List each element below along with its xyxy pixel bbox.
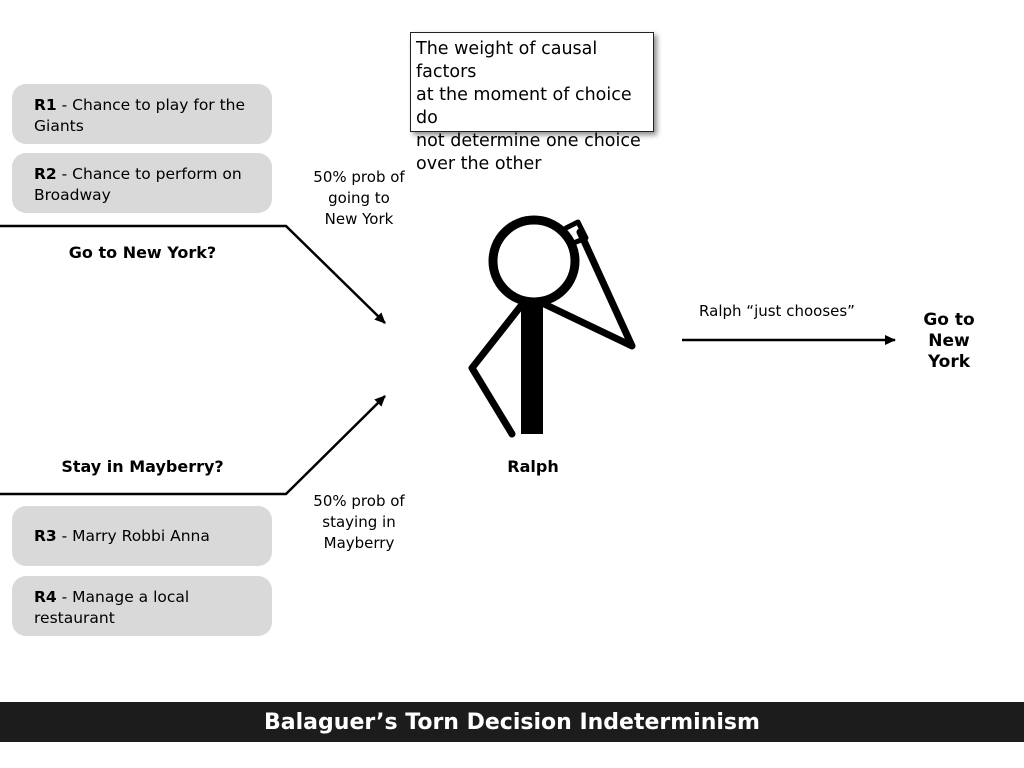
figure-left-arm [468, 298, 528, 438]
reason-box-r4: R4 - Manage a local restaurant [12, 576, 272, 636]
reason-text: Giants [34, 117, 84, 135]
prob-line: 50% prob of [313, 168, 405, 186]
footer-title: Balaguer’s Torn Decision Indeterminism [264, 709, 760, 735]
stay-branch-line [0, 395, 386, 496]
prob-line: New York [324, 210, 394, 228]
reason-code: R1 [34, 96, 57, 114]
prob-line: going to [328, 189, 390, 207]
result-line: New [928, 331, 970, 351]
reason-text: - Marry Robbi Anna [56, 527, 210, 545]
reason-text: - Chance to play for the [56, 96, 246, 114]
option-stay-label: Stay in Mayberry? [61, 457, 224, 476]
figure-head [488, 215, 580, 307]
callout-box: The weight of causal factors at the mome… [410, 32, 654, 174]
prob-line: staying in [322, 513, 396, 531]
reason-box-r1: R1 - Chance to play for the Giants [12, 84, 272, 144]
prob-line: 50% prob of [313, 492, 405, 510]
stay-probability: 50% prob of staying in Mayberry [304, 491, 414, 554]
reason-code: R2 [34, 165, 57, 183]
callout-line: The weight of causal factors [416, 39, 598, 82]
option-go-label: Go to New York? [68, 243, 217, 262]
reason-code: R3 [34, 527, 57, 545]
reason-text: - Manage a local [56, 588, 190, 606]
reason-text: Broadway [34, 186, 111, 204]
reason-text: - Chance to perform on [56, 165, 242, 183]
reason-text: restaurant [34, 609, 115, 627]
stick-figure-icon [468, 215, 636, 438]
reason-box-r2: R2 - Chance to perform on Broadway [12, 153, 272, 213]
footer-title-bar: Balaguer’s Torn Decision Indeterminism [0, 702, 1024, 742]
agent-name: Ralph [507, 457, 559, 476]
result-line: York [927, 352, 971, 372]
callout-line: over the other [416, 154, 542, 174]
result-line: Go to [923, 310, 975, 330]
result-label: Go to New York [904, 310, 994, 373]
callout-line: not determine one choice [416, 131, 641, 151]
go-probability: 50% prob of going to New York [304, 167, 414, 230]
reason-box-r3: R3 - Marry Robbi Anna [12, 506, 272, 566]
reason-code: R4 [34, 588, 57, 606]
figure-right-arm [536, 228, 636, 350]
go-branch-line [0, 224, 386, 324]
choice-label: Ralph “just chooses” [699, 302, 855, 320]
callout-line: at the moment of choice do [416, 85, 632, 128]
figure-hand [563, 219, 589, 245]
prob-line: Mayberry [323, 534, 395, 552]
